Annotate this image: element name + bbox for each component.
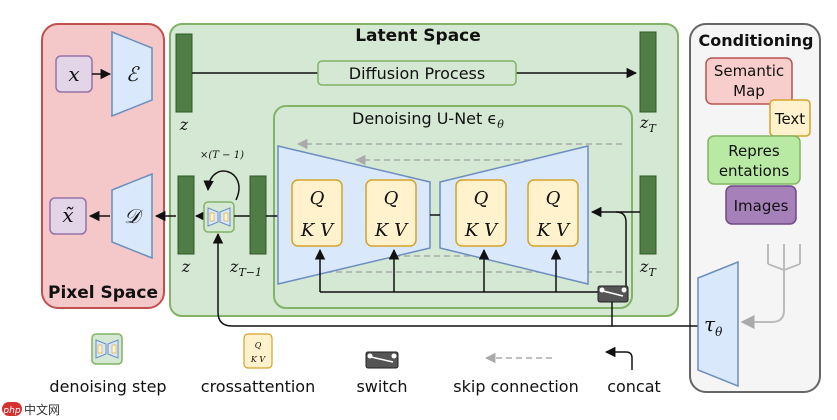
kv-label-1: K V: [300, 220, 335, 241]
x-tilde-output-box: [49, 197, 87, 235]
semantic-map-label-2: Map: [733, 82, 765, 100]
svg-text:Q: Q: [255, 341, 262, 350]
semantic-map-box: [705, 57, 793, 105]
q-label-1: Q: [310, 188, 325, 209]
encoder-symbol: ℰ: [126, 62, 140, 86]
legend-skip-label: skip connection: [453, 377, 578, 396]
unet-label: Denoising U-Net ϵθ: [352, 109, 504, 131]
php-watermark-logo: php 中文网: [2, 402, 60, 417]
zT-label-bottom: zT: [639, 257, 657, 279]
svg-text:php: php: [2, 406, 20, 416]
zT-latent-bar-top: [639, 31, 657, 113]
kv-label-4: K V: [536, 220, 571, 241]
images-label: Images: [734, 197, 789, 215]
repeat-loop-arrow: [203, 170, 240, 201]
images-box: [725, 185, 797, 225]
legend-switch-label: switch: [356, 377, 407, 396]
legend-crossattention-icon: Q K V: [243, 333, 273, 369]
encoder-block: [111, 30, 153, 118]
decoder-symbol: 𝒟: [124, 204, 144, 228]
tau-symbol: τθ: [704, 312, 723, 339]
latent-space-label: Latent Space: [355, 26, 481, 46]
concat-path: [615, 211, 627, 290]
conditioning-merge-lines: [742, 244, 801, 322]
q-label-4: Q: [546, 188, 561, 209]
crossattention-block-3: Q K V: [455, 179, 507, 247]
crossattention-block-2: Q K V: [365, 179, 417, 247]
kv-label-2: K V: [374, 220, 409, 241]
crossattention-block-4: Q K V: [527, 179, 579, 247]
conditioning-label: Conditioning: [699, 31, 814, 50]
zT-label-top: zT: [639, 113, 657, 135]
switch-icon: [597, 285, 629, 303]
x-symbol: x: [68, 62, 79, 86]
representations-box: [707, 135, 801, 185]
zT-latent-bar-bottom: [639, 175, 657, 255]
crossattention-block-1: Q K V: [291, 179, 343, 247]
semantic-map-label: Semantic: [714, 62, 784, 80]
representations-label: Repres: [728, 142, 780, 160]
zTm1-latent-bar: [249, 175, 267, 255]
pixel-space-label: Pixel Space: [48, 283, 158, 303]
svg-text:K V: K V: [250, 355, 267, 364]
zTm1-label: zT−1: [229, 257, 262, 279]
representations-label-2: entations: [719, 162, 790, 180]
repeat-label: ×(T − 1): [200, 150, 244, 161]
z-label-top: z: [179, 115, 189, 134]
legend-concat-icon: [604, 346, 633, 370]
legend-switch-icon: [365, 351, 399, 369]
denoising-step-att-a: [209, 212, 215, 222]
legend-denoising-step-icon: [91, 333, 123, 365]
kv-label-3: K V: [464, 220, 499, 241]
q-label-3: Q: [474, 188, 489, 209]
x-tilde-symbol: x̃: [62, 203, 74, 227]
tau-to-step-line: [212, 232, 612, 327]
q-label-2: Q: [384, 188, 399, 209]
z-latent-bar-bottom: [177, 175, 195, 255]
text-label: Text: [774, 110, 805, 128]
decoder-block: [111, 172, 153, 260]
svg-text:中文网: 中文网: [24, 402, 60, 417]
tau-encoder-block: [697, 260, 739, 388]
legend-denoising-step-label: denoising step: [49, 377, 166, 396]
denoising-step-att-b: [223, 212, 229, 222]
legend-crossattention-label: crossattention: [201, 377, 315, 396]
diffusion-process-box: [317, 60, 517, 86]
z-latent-bar-top: [175, 33, 193, 113]
z-label-bottom: z: [181, 257, 191, 276]
diffusion-process-label: Diffusion Process: [349, 64, 485, 83]
legend-concat-label: concat: [607, 377, 661, 396]
